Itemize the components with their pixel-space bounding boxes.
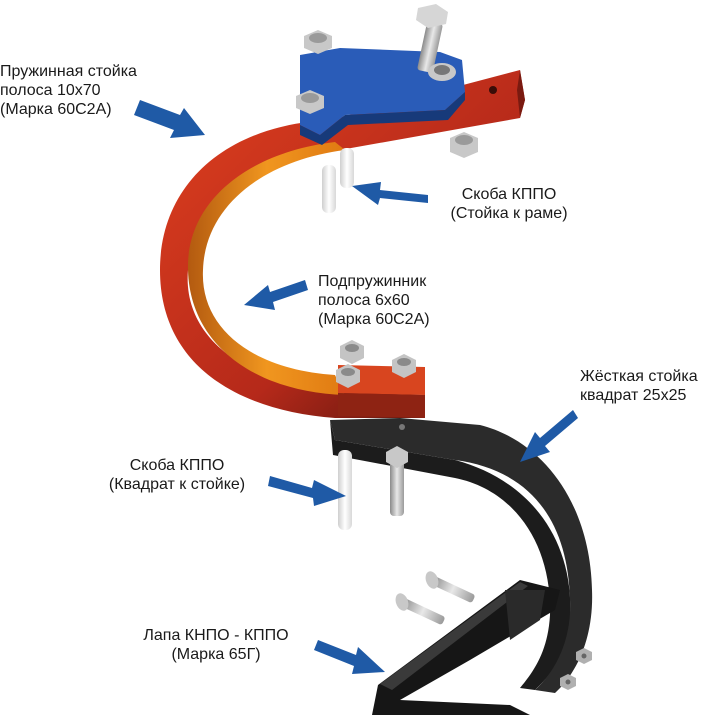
spring-post	[160, 70, 525, 418]
label-line: (Марка 60С2А)	[318, 311, 430, 328]
lower-nut-1	[340, 340, 364, 364]
lower-nut-3	[392, 354, 416, 378]
lower-nut-2	[336, 364, 360, 388]
top-nut-4	[450, 132, 478, 158]
label-line: Лапа КНПО - КППО	[143, 627, 289, 644]
top-nut-2	[296, 90, 324, 114]
arrow-paw	[314, 640, 385, 674]
paw-blade	[372, 580, 560, 715]
label-line: Пружинная стойка	[0, 63, 137, 80]
label-spring-helper: Подпружинник полоса 6х60 (Марка 60С2А)	[318, 272, 430, 329]
rigid-post-bolt	[386, 446, 408, 516]
top-nut-1	[304, 30, 332, 54]
label-line: (Марка 60С2А)	[0, 101, 112, 118]
arrow-spring-helper	[244, 280, 308, 310]
label-line: (Марка 65Г)	[171, 646, 261, 663]
label-line: Скоба КППО	[461, 186, 557, 203]
paw-bolt-2	[395, 593, 445, 625]
label-line: полоса 6х60	[318, 292, 410, 309]
label-bracket-square: Скоба КППО (Квадрат к стойке)	[92, 456, 262, 494]
label-line: Жёсткая стойка	[580, 368, 698, 385]
label-bracket-frame: Скоба КППО (Стойка к раме)	[434, 185, 584, 223]
label-line: Подпружинник	[318, 273, 427, 290]
rigid-post	[330, 418, 593, 693]
arrow-rigid-post	[520, 410, 578, 462]
label-line: полоса 10х70	[0, 82, 101, 99]
bracket-square-part	[338, 450, 352, 530]
label-rigid-post: Жёсткая стойка квадрат 25х25	[580, 367, 698, 405]
spring-helper	[187, 142, 345, 395]
arrow-spring-post	[134, 100, 205, 138]
paw-nut-1	[576, 648, 592, 664]
label-line: (Квадрат к стойке)	[108, 476, 246, 493]
arrow-bracket-square	[268, 476, 346, 506]
label-spring-post: Пружинная стойка полоса 10х70 (Марка 60С…	[0, 62, 137, 119]
top-long-bolt	[416, 4, 448, 73]
top-nut-3	[428, 63, 456, 81]
paw-nut-2	[560, 674, 576, 690]
arrow-bracket-frame	[352, 182, 428, 205]
bracket-frame-part	[322, 148, 354, 213]
label-line: квадрат 25х25	[580, 387, 687, 404]
label-line: Скоба КППО	[129, 457, 225, 474]
label-line: (Стойка к раме)	[450, 205, 568, 222]
paw-bolt-1	[425, 571, 475, 603]
label-paw: Лапа КНПО - КППО (Марка 65Г)	[126, 626, 306, 664]
